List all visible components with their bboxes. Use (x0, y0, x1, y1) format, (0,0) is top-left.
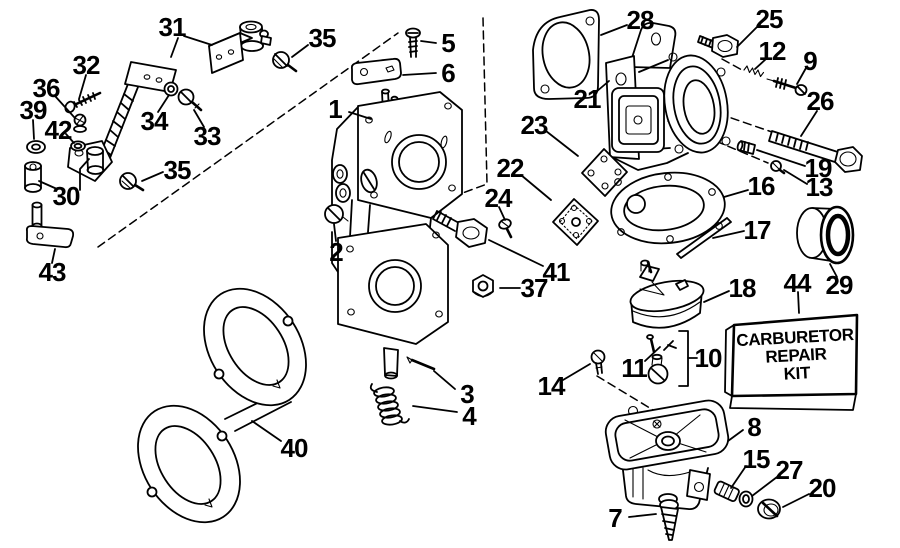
callout-35-lower: 35 (163, 155, 192, 185)
part-26-long-bolt (768, 130, 863, 173)
part-18-float (629, 259, 705, 329)
part-7-drain-screw (658, 493, 679, 541)
part-12-spring (743, 65, 765, 78)
callout-36: 36 (32, 73, 61, 103)
part-35-lower-screw (119, 172, 145, 192)
part-16-bowl-gasket (610, 171, 726, 245)
callout-29: 29 (825, 270, 854, 300)
part-11-needle-and-clip (646, 334, 677, 354)
callout-7: 7 (608, 503, 623, 533)
repair-kit-box-label: CARBURETOR REPAIR KIT (733, 325, 860, 386)
callout-43: 43 (38, 257, 67, 287)
callout-39: 39 (19, 95, 48, 125)
callout-42: 42 (44, 115, 73, 145)
callout-44: 44 (783, 268, 812, 298)
part-20-plug-screw (757, 498, 781, 520)
part-15-plug (713, 480, 740, 502)
callout-33: 33 (193, 121, 222, 151)
part-29-fuel-cup (796, 205, 855, 265)
callout-12: 12 (758, 36, 787, 66)
part-13-screw (770, 160, 786, 175)
part-34-washer (163, 81, 179, 97)
part-43-pivot-bracket (25, 201, 75, 249)
part-14-screw (590, 349, 606, 375)
callout-17: 17 (743, 215, 772, 245)
part-22-diaphragm (552, 198, 599, 246)
callout-1: 1 (328, 94, 343, 124)
callout-26: 26 (806, 86, 835, 116)
part-41-bolt (432, 210, 488, 248)
part-17-strip (676, 217, 732, 259)
callout-40: 40 (280, 433, 309, 463)
callout-20: 20 (808, 473, 837, 503)
callout-18: 18 (728, 273, 757, 303)
part-39-washer (26, 140, 46, 154)
part-4-spring (369, 383, 410, 426)
part-35-upper-screw (272, 51, 298, 73)
part-2-idle-screw (324, 204, 349, 224)
part-40-gasket (137, 287, 307, 524)
callout-19: 19 (804, 153, 833, 183)
part-8-float-bowl (604, 399, 730, 511)
part-10-needle-seat-assembly (647, 353, 669, 385)
callout-27: 27 (775, 455, 804, 485)
part-37-nut (472, 274, 494, 298)
callout-8: 8 (747, 412, 762, 442)
callout-13: 13 (805, 172, 834, 202)
callout-37: 37 (520, 273, 549, 303)
part-5-screw (405, 27, 421, 58)
callout-35-upper: 35 (308, 23, 337, 53)
callout-32: 32 (72, 50, 101, 80)
callout-31: 31 (158, 12, 187, 42)
callout-23: 23 (520, 110, 549, 140)
callout-3: 3 (460, 379, 475, 409)
callout-25: 25 (755, 4, 784, 34)
part-44-repair-kit-box (724, 313, 859, 411)
callout-21: 21 (573, 84, 602, 114)
callout-28: 28 (626, 5, 655, 35)
part-31-lever-arm (67, 20, 272, 182)
callout-11: 11 (621, 353, 647, 383)
callout-16: 16 (747, 171, 776, 201)
callout-9: 9 (803, 46, 818, 76)
callout-5: 5 (441, 28, 456, 58)
part-21-carburetor-body-upper (605, 21, 731, 171)
callout-41: 41 (542, 257, 571, 287)
part-28-gasket (532, 9, 600, 100)
part-36-locknut (73, 113, 87, 133)
part-19-plug (736, 140, 756, 155)
part-25-bolt (697, 34, 739, 58)
part-30-bushing (24, 161, 42, 193)
part-9-needle-valve (766, 77, 808, 96)
callout-6: 6 (441, 58, 456, 88)
callout-10: 10 (694, 343, 723, 373)
callout-14: 14 (537, 371, 566, 401)
callout-2: 2 (329, 237, 344, 267)
callout-4: 4 (462, 401, 477, 431)
callout-15: 15 (742, 444, 771, 474)
part-6-plate (350, 57, 402, 86)
part-27-o-ring (738, 490, 754, 508)
callout-30: 30 (52, 181, 81, 211)
part-1-carburetor-body (331, 88, 463, 380)
callout-22: 22 (496, 153, 525, 183)
callout-34: 34 (140, 106, 169, 136)
callout-24: 24 (484, 183, 513, 213)
part-3-pin (406, 356, 436, 371)
leader-lines (32, 24, 838, 518)
part-24-screw (498, 218, 513, 239)
part-33-screw (177, 88, 203, 112)
